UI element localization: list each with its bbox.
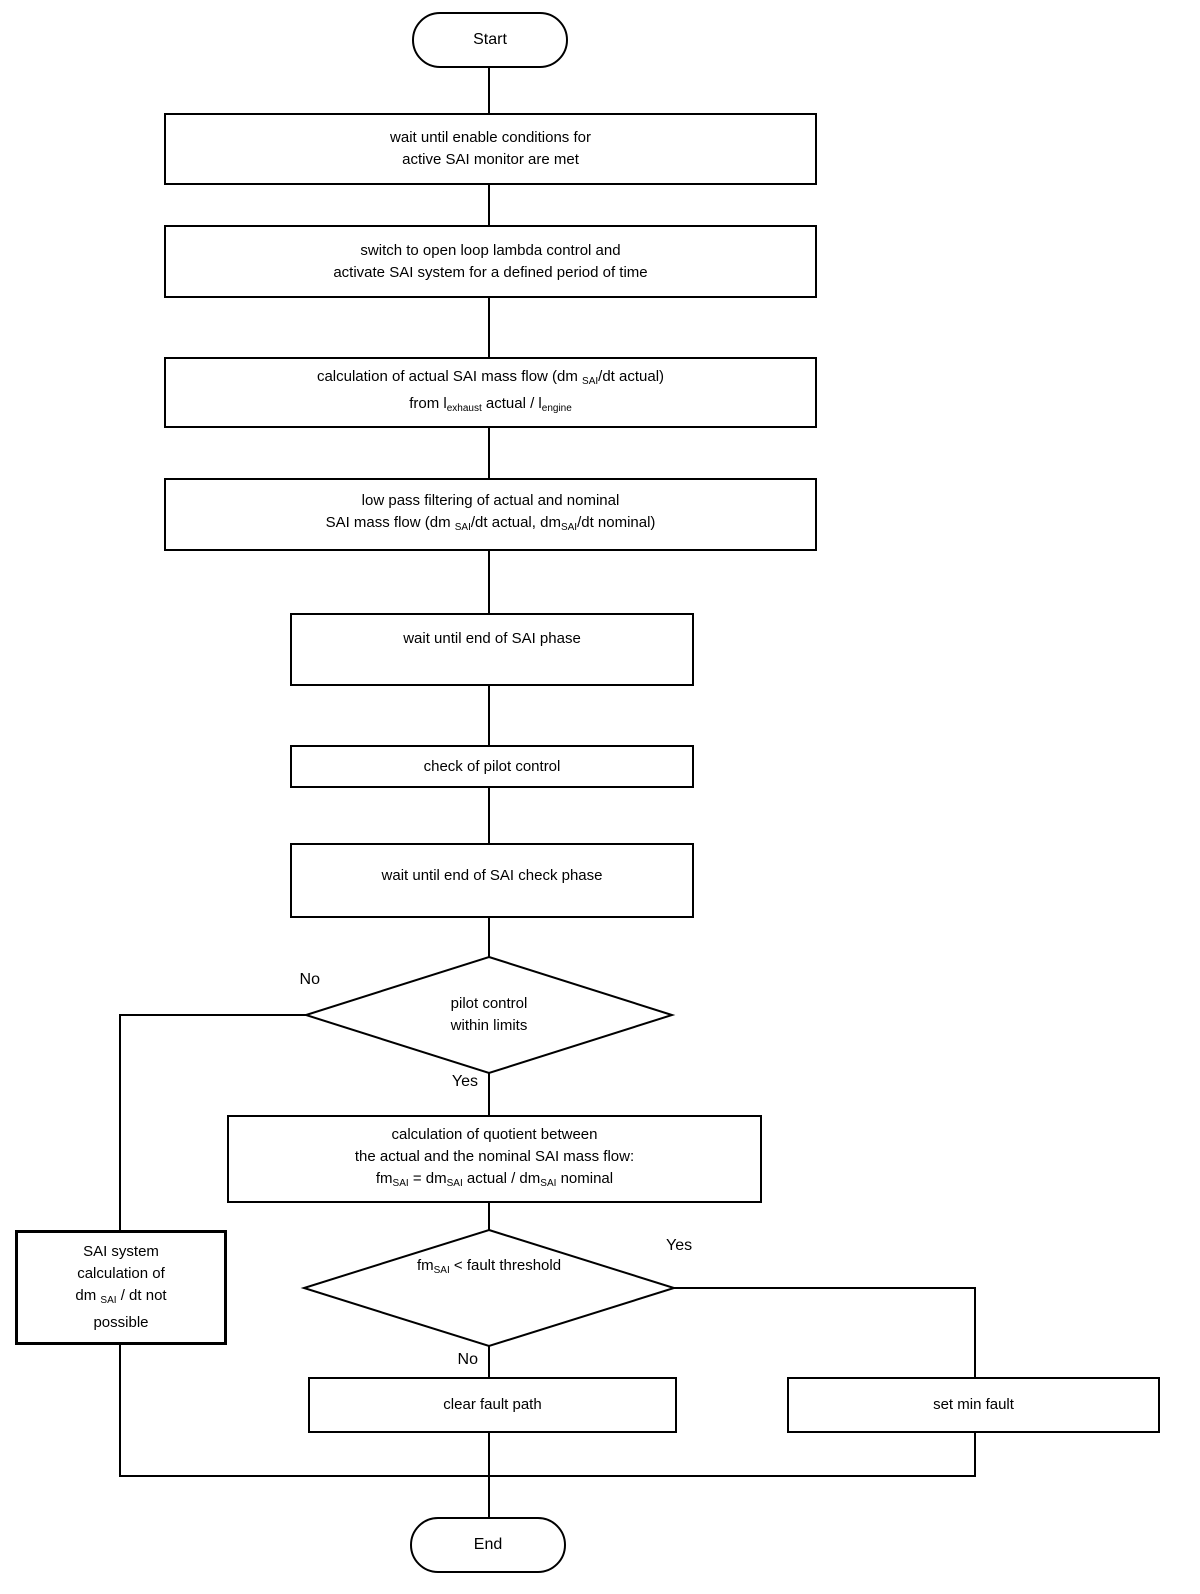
node-set-min-fault: set min fault [787, 1377, 1160, 1433]
node-end: End [410, 1517, 566, 1573]
edge-merge-junction [119, 1345, 976, 1477]
decision-fault-threshold-label: fmSAI < fault threshold [416, 1256, 562, 1276]
branch-label-yes-2: Yes [666, 1237, 693, 1254]
node-wait-end-sai-check-phase: wait until end of SAI check phase [290, 843, 694, 918]
decision-pilot-control-diamond [302, 955, 676, 1075]
branch-label-no-2: No [457, 1351, 478, 1368]
node-wait-end-sai-phase: wait until end of SAI phase [290, 613, 694, 686]
node-check-pilot-control: check of pilot control [290, 745, 694, 788]
node-low-pass-filtering: low pass filtering of actual and nominal… [164, 478, 817, 551]
node-start: Start [412, 12, 568, 68]
branch-label-yes-1: Yes [451, 1073, 478, 1090]
edge-decision1-no-to-not-possible [119, 1014, 306, 1230]
node-clear-fault-path: clear fault path [308, 1377, 677, 1433]
edge-decision2-yes-to-set-min [674, 1287, 976, 1377]
node-calc-actual-mass-flow: calculation of actual SAI mass flow (dm … [164, 357, 817, 428]
decision-fault-threshold-diamond [300, 1228, 678, 1348]
branch-label-no-1: No [299, 971, 320, 988]
